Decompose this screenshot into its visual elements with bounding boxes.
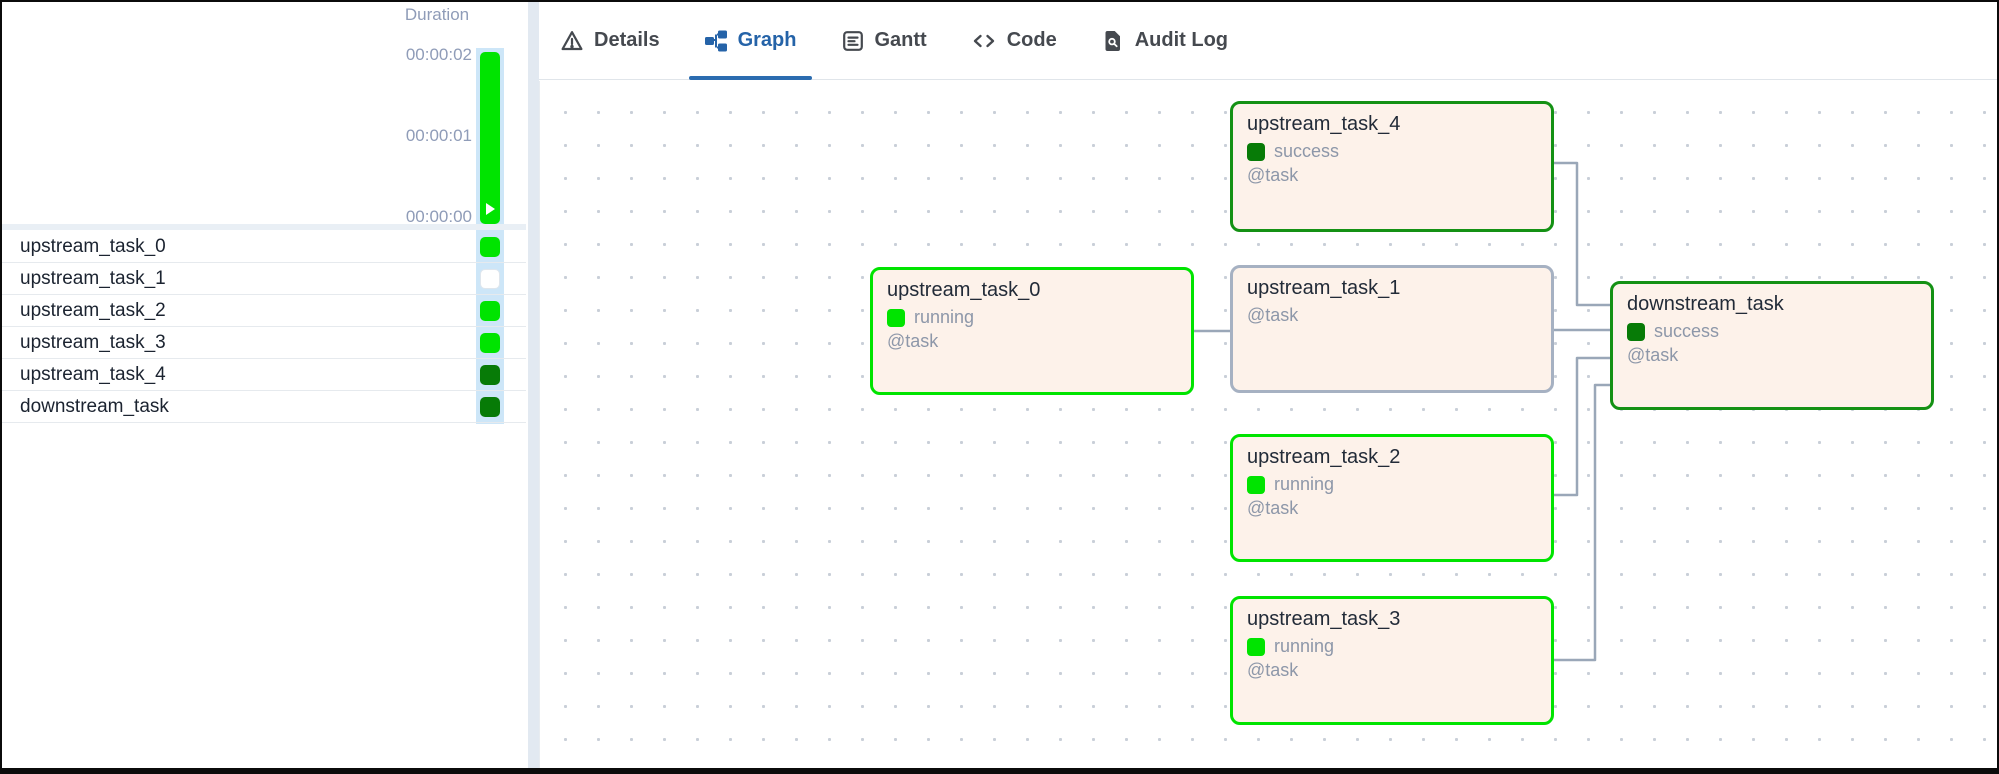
task-name-label: upstream_task_4 <box>20 364 166 385</box>
node-status-label: running <box>1274 636 1335 656</box>
edge-upstream_task_4-to-downstream_task <box>1554 161 1610 307</box>
node-decorator-label: @task <box>1247 498 1299 518</box>
tab-graph[interactable]: Graph <box>688 2 812 80</box>
task-row[interactable]: downstream_task <box>2 391 526 423</box>
task-row[interactable]: upstream_task_2 <box>2 295 526 327</box>
node-decorator-label: @task <box>887 331 939 351</box>
node-status-label: success <box>1654 321 1720 341</box>
task-state-square[interactable] <box>480 365 500 385</box>
duration-axis-title: Duration <box>404 5 470 24</box>
chart-list-divider <box>2 224 526 230</box>
tab-bar: Details Graph Gantt Code Audit Log <box>539 2 1997 80</box>
node-decorator-label: @task <box>1627 345 1679 365</box>
task-row[interactable]: upstream_task_0 <box>2 231 526 263</box>
node-status-square <box>1247 475 1265 494</box>
gantt-icon <box>841 29 865 53</box>
node-title: downstream_task <box>1627 293 1784 315</box>
duration-tick: 00:00:00 <box>405 207 472 226</box>
node-status-square <box>887 308 905 327</box>
task-name-label: upstream_task_3 <box>20 332 166 353</box>
task-list: upstream_task_0 upstream_task_1 upstream_t… <box>2 231 526 423</box>
tab-audit-log[interactable]: Audit Log <box>1086 2 1243 79</box>
graph-edges <box>1194 161 1610 662</box>
node-status-row: success <box>1627 321 1917 342</box>
tab-label: Audit Log <box>1134 29 1229 51</box>
node-status-label: running <box>914 307 975 327</box>
node-title: upstream_task_1 <box>1247 277 1401 299</box>
task-row[interactable]: upstream_task_4 <box>2 359 526 391</box>
node-title: upstream_task_3 <box>1247 608 1401 630</box>
tab-gantt[interactable]: Gantt <box>826 2 942 79</box>
task-state-square[interactable] <box>480 237 500 257</box>
duration-tick: 00:00:02 <box>405 45 472 64</box>
node-decorator-label: @task <box>1247 305 1299 325</box>
node-status-row: running <box>1247 474 1537 495</box>
node-status-label: running <box>1274 474 1335 494</box>
task-name-label: downstream_task <box>20 396 169 417</box>
tab-code[interactable]: Code <box>956 2 1072 79</box>
panel-splitter[interactable] <box>528 2 539 768</box>
main-panel: Details Graph Gantt Code Audit Log upstream_… <box>539 2 1997 768</box>
node-status-row: running <box>887 307 1177 328</box>
node-status-square <box>1247 142 1265 161</box>
task-state-square[interactable] <box>480 301 500 321</box>
warning-triangle-icon <box>560 29 584 53</box>
node-decorator-label: @task <box>1247 660 1299 680</box>
task-state-square[interactable] <box>480 397 500 417</box>
node-decorator-label: @task <box>1247 165 1299 185</box>
node-title: upstream_task_4 <box>1247 113 1401 135</box>
duration-bar[interactable] <box>480 52 500 224</box>
node-title: upstream_task_2 <box>1247 446 1401 468</box>
play-icon <box>486 203 495 215</box>
task-state-square[interactable] <box>480 269 500 289</box>
graph-icon <box>704 29 728 53</box>
tab-label: Graph <box>737 29 797 51</box>
node-status-square <box>1247 637 1265 656</box>
node-status-label: success <box>1274 141 1340 161</box>
task-row[interactable]: upstream_task_3 <box>2 327 526 359</box>
task-state-square[interactable] <box>480 333 500 353</box>
graph-node-upstream_task_1[interactable]: upstream_task_1 @task <box>1230 265 1554 393</box>
audit-log-icon <box>1101 29 1125 53</box>
task-name-label: upstream_task_2 <box>20 300 166 321</box>
node-status-square <box>1627 322 1645 341</box>
tab-label: Gantt <box>874 29 927 51</box>
task-name-label: upstream_task_0 <box>20 236 166 257</box>
tab-label: Code <box>1006 29 1057 51</box>
code-icon <box>971 29 997 53</box>
task-row[interactable]: upstream_task_1 <box>2 263 526 295</box>
tab-details[interactable]: Details <box>545 2 675 79</box>
node-title: upstream_task_0 <box>887 279 1041 301</box>
edge-upstream_task_3-to-downstream_task <box>1554 383 1610 662</box>
grid-sidebar: Duration 00:00:02 00:00:01 00:00:00 upstre… <box>2 2 526 768</box>
node-status-row: running <box>1247 636 1537 657</box>
tab-label: Details <box>594 29 660 51</box>
node-status-row: success <box>1247 141 1537 162</box>
task-name-label: upstream_task_1 <box>20 268 166 289</box>
edge-upstream_task_2-to-downstream_task <box>1554 356 1610 497</box>
duration-tick: 00:00:01 <box>405 126 472 145</box>
